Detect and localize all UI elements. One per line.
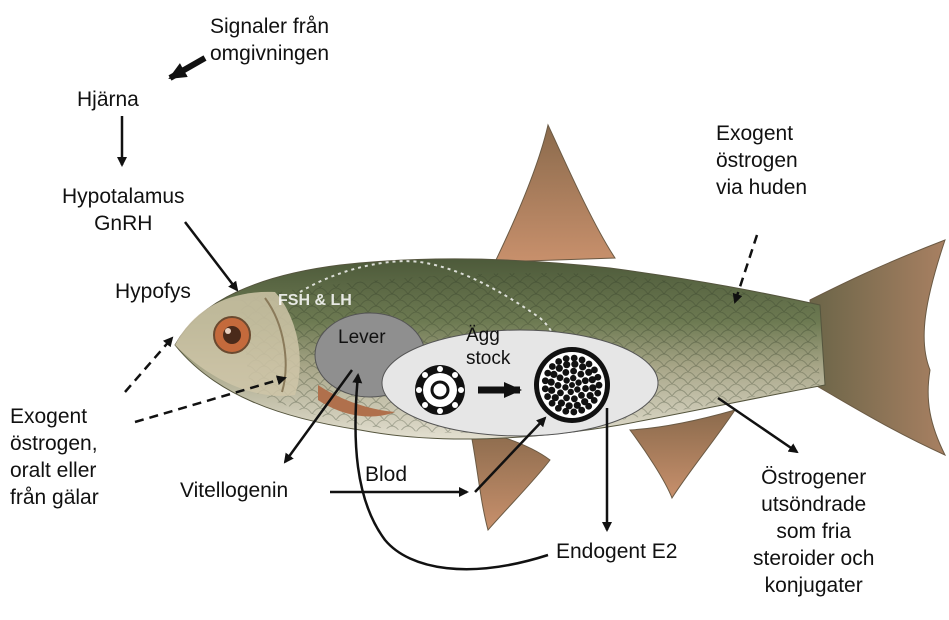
follicle-granule: [570, 368, 577, 375]
label-signals: Signaler från omgivningen: [210, 13, 329, 67]
follicle-granule: [563, 394, 570, 401]
follicle-granule: [596, 382, 603, 389]
follicle-granule: [586, 361, 593, 368]
follicle-granule: [578, 392, 585, 399]
label-exogenous-skin: Exogent östrogen via huden: [716, 120, 807, 201]
follicle-granule: [556, 365, 563, 372]
follicle-granule: [563, 361, 570, 368]
follicle-granule: [550, 371, 557, 378]
anal-fin: [630, 410, 735, 498]
follicle-granule: [549, 400, 556, 407]
follicle-granule: [557, 389, 564, 396]
follicle-granule: [582, 385, 589, 392]
follicle-granule: [548, 379, 555, 386]
follicle-granule: [571, 361, 578, 368]
follicle-granule: [557, 374, 564, 381]
follicle-granule: [563, 377, 569, 383]
label-vitellogenin: Vitellogenin: [180, 477, 288, 504]
follicle-granule: [574, 386, 580, 392]
follicle-granule: [562, 369, 569, 376]
follicle-granule: [542, 385, 549, 392]
dorsal-fin: [495, 125, 615, 262]
follicle-granule: [570, 375, 576, 381]
follicle-granule: [563, 355, 570, 362]
label-brain: Hjärna: [77, 86, 139, 113]
follicle-granule: [568, 389, 574, 395]
label-hypothalamus: Hypotalamus GnRH: [62, 183, 185, 237]
label-pituitary: Hypofys: [115, 278, 191, 305]
follicle-granule: [579, 363, 586, 370]
follicle-granule: [578, 407, 585, 414]
follicle-granule: [562, 408, 569, 415]
follicle-granule: [575, 379, 581, 385]
label-exogenous-oral: Exogent östrogen, oralt eller från gälar: [10, 403, 99, 511]
follicle-granule: [571, 395, 578, 402]
follicle-granule: [555, 382, 562, 389]
follicle-granule: [594, 390, 601, 397]
follicle-granule: [582, 377, 589, 384]
follicle-granule: [549, 363, 556, 370]
follicle-granule: [579, 357, 586, 364]
follicle-granule: [548, 387, 555, 394]
follicle-granule: [594, 374, 601, 381]
follicle-granule: [571, 355, 578, 362]
follicle-granule: [585, 403, 592, 410]
oocyte-large-icon: [534, 347, 610, 423]
pelvic-fin: [470, 428, 550, 530]
label-excreted: Östrogener utsöndrade som fria steroider…: [753, 464, 874, 599]
label-blood: Blod: [365, 461, 407, 488]
follicle-granule: [544, 370, 551, 377]
label-liver: Lever: [338, 326, 386, 350]
label-fsh-lh: FSH & LH: [278, 292, 352, 310]
follicle-granule: [569, 382, 575, 388]
oocyte-small-icon: [415, 365, 465, 415]
follicle-granule: [589, 384, 596, 391]
follicle-granule: [591, 367, 598, 374]
follicle-granule: [562, 384, 568, 390]
follicle-granule: [544, 393, 551, 400]
follicle-granule: [542, 377, 549, 384]
follicle-granule: [555, 405, 562, 412]
label-ovary: Ägg stock: [466, 324, 510, 370]
follicle-granule: [555, 358, 562, 365]
label-endogenous-e2: Endogent E2: [556, 538, 677, 565]
follicle-granule: [577, 371, 584, 378]
tail-fin: [810, 240, 945, 455]
follicle-granule: [591, 397, 598, 404]
follicle-granule: [570, 409, 577, 416]
